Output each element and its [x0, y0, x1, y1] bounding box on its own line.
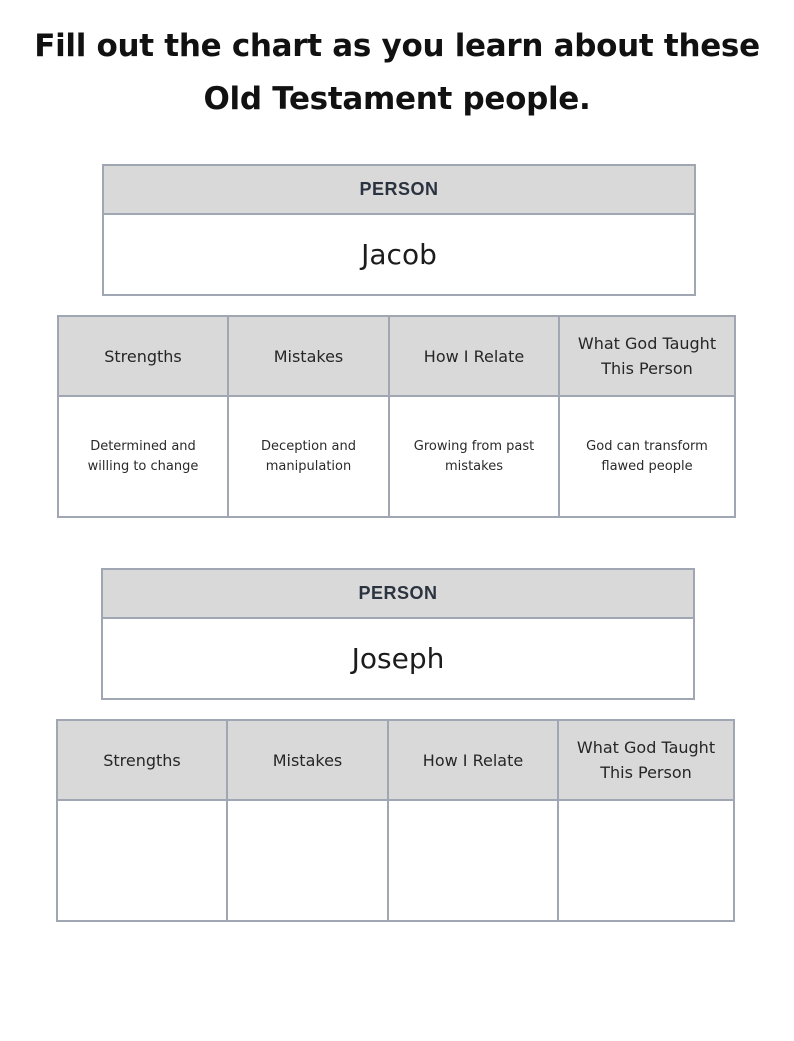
person-box-jacob: PERSON Jacob	[102, 164, 696, 296]
person-name: Joseph	[351, 642, 445, 675]
trait-table-joseph: Strengths Mistakes How I Relate What God…	[56, 719, 735, 922]
column-header-what-god-taught: What God Taught This Person	[558, 315, 736, 397]
person-name: Jacob	[361, 238, 437, 271]
what-god-taught-cell[interactable]	[557, 799, 735, 922]
page-title: Fill out the chart as you learn about th…	[34, 28, 760, 117]
column-header-how-i-relate: How I Relate	[387, 719, 559, 801]
person-header: PERSON	[104, 166, 694, 215]
table-row: Determined and willing to change Decepti…	[57, 395, 736, 518]
column-header-strengths: Strengths	[56, 719, 228, 801]
table-header-row: Strengths Mistakes How I Relate What God…	[57, 315, 736, 397]
person-box-joseph: PERSON Joseph	[101, 568, 695, 700]
column-header-what-god-taught: What God Taught This Person	[557, 719, 735, 801]
strengths-cell[interactable]: Determined and willing to change	[57, 395, 229, 518]
strengths-cell[interactable]	[56, 799, 228, 922]
table-header-row: Strengths Mistakes How I Relate What God…	[56, 719, 735, 801]
mistakes-cell[interactable]: Deception and manipulation	[227, 395, 390, 518]
trait-table-jacob: Strengths Mistakes How I Relate What God…	[57, 315, 736, 518]
what-god-taught-cell[interactable]: God can transform flawed people	[558, 395, 736, 518]
mistakes-cell[interactable]	[226, 799, 389, 922]
table-row	[56, 799, 735, 922]
person-header: PERSON	[103, 570, 693, 619]
how-i-relate-cell[interactable]: Growing from past mistakes	[388, 395, 560, 518]
column-header-mistakes: Mistakes	[226, 719, 389, 801]
column-header-strengths: Strengths	[57, 315, 229, 397]
column-header-mistakes: Mistakes	[227, 315, 390, 397]
how-i-relate-cell[interactable]	[387, 799, 559, 922]
column-header-how-i-relate: How I Relate	[388, 315, 560, 397]
